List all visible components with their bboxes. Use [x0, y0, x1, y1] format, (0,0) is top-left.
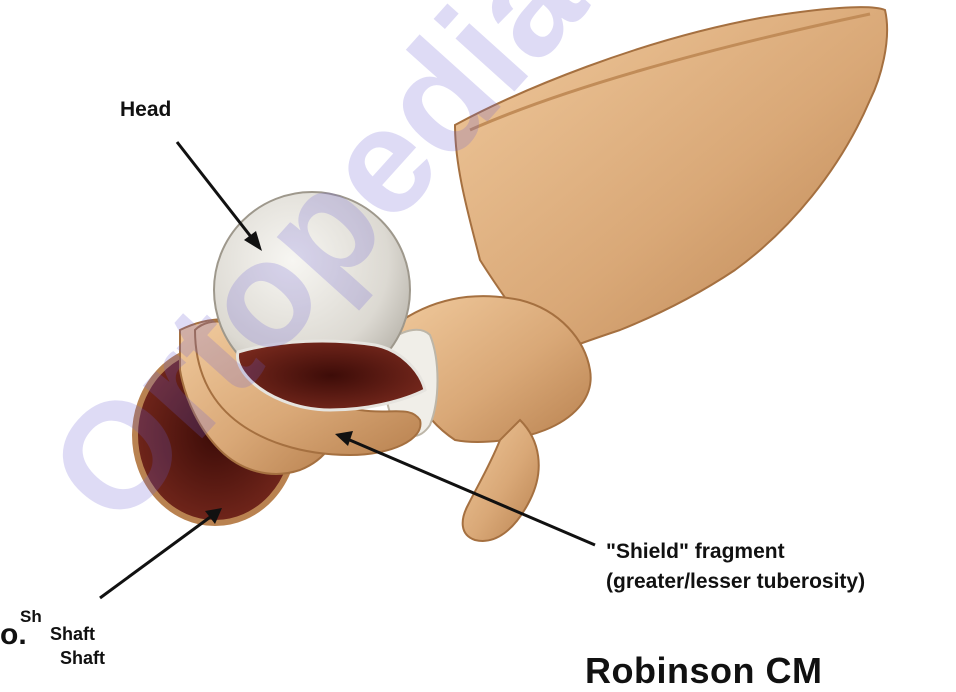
label-fragment-super: Sh	[20, 607, 42, 627]
head-pointer-line	[177, 142, 255, 242]
citation-author: Robinson CM	[585, 650, 822, 692]
label-head: Head	[120, 98, 171, 122]
label-shield-tuberosity: (greater/lesser tuberosity)	[606, 570, 865, 594]
illustration-canvas: Ortopedia Head "Shield" fragment (greate…	[0, 0, 956, 671]
shaft-pointer-line	[100, 515, 213, 598]
label-shaft-bottom: Shaft	[60, 648, 105, 669]
label-shield-fragment: "Shield" fragment	[606, 540, 785, 564]
label-shaft-top: Shaft	[50, 624, 95, 645]
